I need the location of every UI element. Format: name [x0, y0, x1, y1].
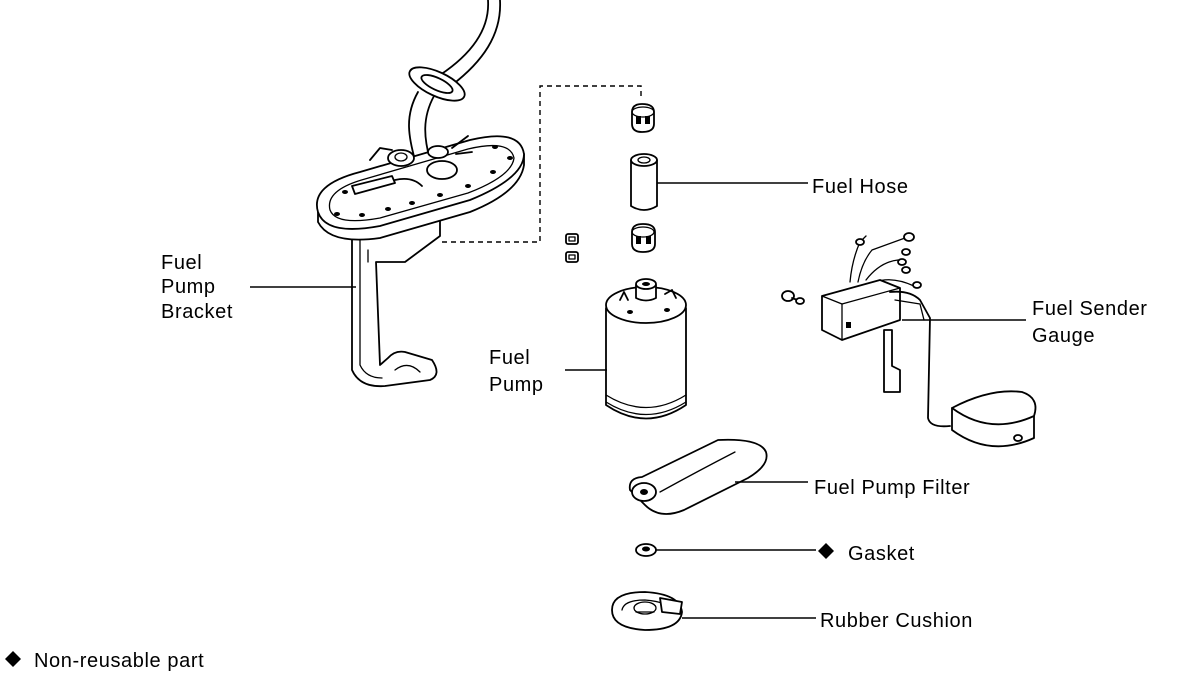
fuel-pump-part — [605, 278, 687, 420]
label-fuel-pump-line-2: Pump — [489, 374, 544, 396]
label-fuel-sender-gauge-line-1: Fuel Sender — [1032, 298, 1148, 320]
label-gasket: Gasket — [848, 543, 915, 565]
label-fuel-hose: Fuel Hose — [812, 176, 909, 198]
fuel-pump-filter-part — [628, 438, 768, 515]
label-fuel-pump-bracket-line-3: Bracket — [161, 301, 233, 323]
diamond-icon — [5, 651, 21, 667]
screw-part — [781, 290, 805, 305]
legend: Non-reusable part — [5, 650, 204, 672]
label-fuel-sender-gauge-line-2: Gauge — [1032, 325, 1095, 347]
label-fuel-pump-bracket-line-1: Fuel — [161, 252, 202, 274]
small-nuts — [565, 233, 579, 263]
label-fuel-pump-line-1: Fuel — [489, 347, 530, 369]
label-fuel-pump-bracket-line-2: Pump — [161, 276, 216, 298]
legend-text: Non-reusable part — [34, 650, 204, 672]
fuel-hose-part — [630, 153, 658, 211]
hose-clamp-top — [631, 103, 655, 133]
rubber-cushion-part — [611, 591, 683, 631]
fuel-sender-gauge-part — [821, 232, 1037, 448]
label-fuel-pump-filter: Fuel Pump Filter — [814, 477, 970, 499]
connection-dashed-line — [442, 85, 642, 243]
hose-clamp-bottom — [631, 223, 656, 253]
gasket-part — [635, 543, 657, 557]
diamond-icon — [818, 543, 834, 559]
fuel-pump-bracket-part — [316, 0, 525, 388]
label-rubber-cushion: Rubber Cushion — [820, 610, 973, 632]
